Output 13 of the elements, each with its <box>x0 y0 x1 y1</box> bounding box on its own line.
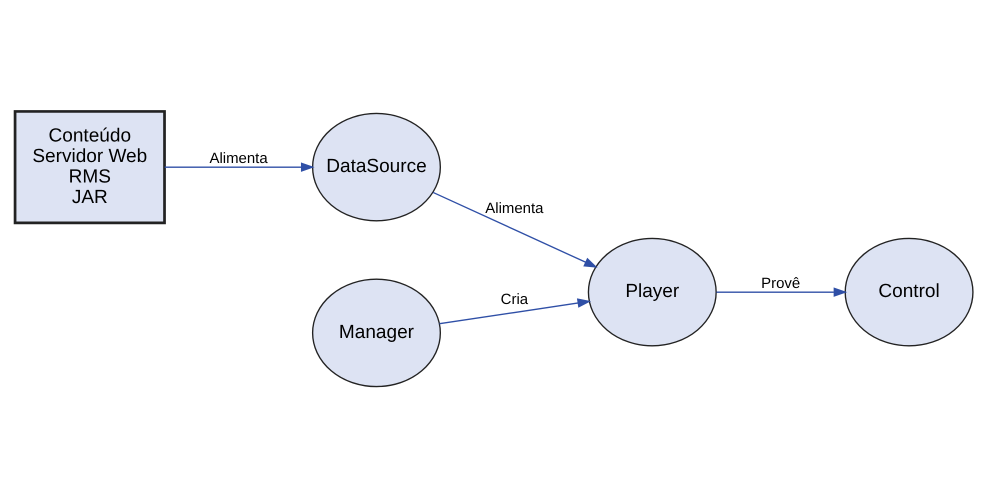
edge-label: Alimenta <box>210 149 268 166</box>
arrow <box>432 191 598 268</box>
arrow <box>716 286 848 296</box>
node-ellipse: Manager <box>312 278 442 387</box>
edge-label: Alimenta <box>485 200 544 217</box>
node-box: Conteúdo Servidor Web RMS JAR <box>14 110 166 224</box>
node-ellipse: Control <box>844 237 974 346</box>
arrow <box>164 162 315 172</box>
arrow <box>439 298 592 324</box>
node-ellipse: Player <box>588 237 717 346</box>
edge-label: Cria <box>500 290 528 308</box>
edge-label: Provê <box>761 274 800 292</box>
node-ellipse: DataSource <box>312 112 442 221</box>
